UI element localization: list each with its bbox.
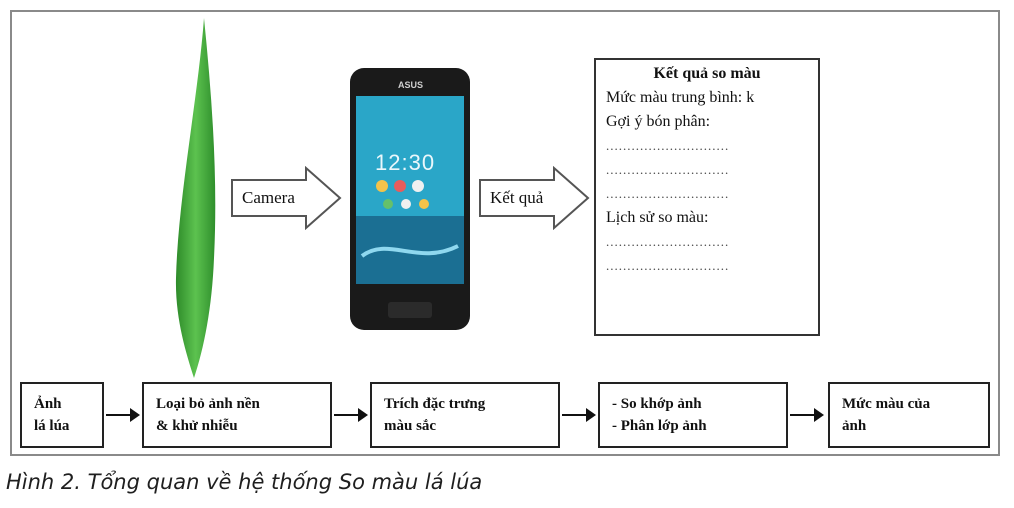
step-line: màu sắc	[384, 418, 437, 434]
camera-arrow: Camera	[230, 166, 342, 230]
result-arrow: Kết quả	[478, 166, 590, 230]
placeholder-dots: .............................	[606, 234, 730, 249]
placeholder-dots: .............................	[606, 138, 730, 153]
comparison-history-label: Lịch sử so màu:	[606, 209, 709, 226]
result-panel: Kết quả so màu Mức màu trung bình: k Gợi…	[594, 58, 820, 336]
step-line: ảnh	[842, 418, 867, 434]
step-color-level-output: Mức màu của ảnh	[828, 382, 990, 448]
step-line: Mức màu của	[842, 396, 931, 412]
step-matching-classification: - So khớp ảnh - Phân lớp ảnh	[598, 382, 788, 448]
rice-leaf-image	[175, 18, 216, 378]
step-color-feature-extraction: Trích đặc trưng màu sắc	[370, 382, 560, 448]
placeholder-dots: .............................	[606, 258, 730, 273]
step-line: - Phân lớp ảnh	[612, 418, 707, 434]
diagram-frame	[10, 10, 1000, 456]
step-background-removal: Loại bỏ ảnh nền & khử nhiễu	[142, 382, 332, 448]
result-arrow-label: Kết quả	[490, 188, 544, 207]
step-line: Loại bỏ ảnh nền	[156, 396, 260, 412]
step-line: Ảnh	[34, 396, 62, 412]
result-panel-title: Kết quả so màu	[653, 65, 761, 82]
figure-caption: Hình 2. Tổng quan về hệ thống So màu lá …	[6, 470, 483, 494]
phone-brand-label: ASUS	[398, 80, 424, 90]
fertilizer-suggestion-label: Gợi ý bón phân:	[606, 113, 711, 130]
step-line: - So khớp ảnh	[612, 396, 702, 412]
phone-clock-text: 12:30	[375, 150, 436, 175]
camera-arrow-label: Camera	[242, 188, 295, 207]
placeholder-dots: .............................	[606, 186, 730, 201]
step-line: Trích đặc trưng	[384, 396, 486, 412]
placeholder-dots: .............................	[606, 162, 730, 177]
flow-arrow	[562, 408, 596, 422]
average-color-level-text: Mức màu trung bình: k	[606, 89, 755, 106]
flow-arrow	[334, 408, 368, 422]
smartphone-image	[350, 68, 470, 330]
flow-arrow	[790, 408, 824, 422]
step-line: lá lúa	[34, 418, 70, 434]
flow-arrow	[106, 408, 140, 422]
step-line: & khử nhiễu	[156, 418, 238, 434]
step-rice-leaf-image: Ảnh lá lúa	[20, 382, 104, 448]
